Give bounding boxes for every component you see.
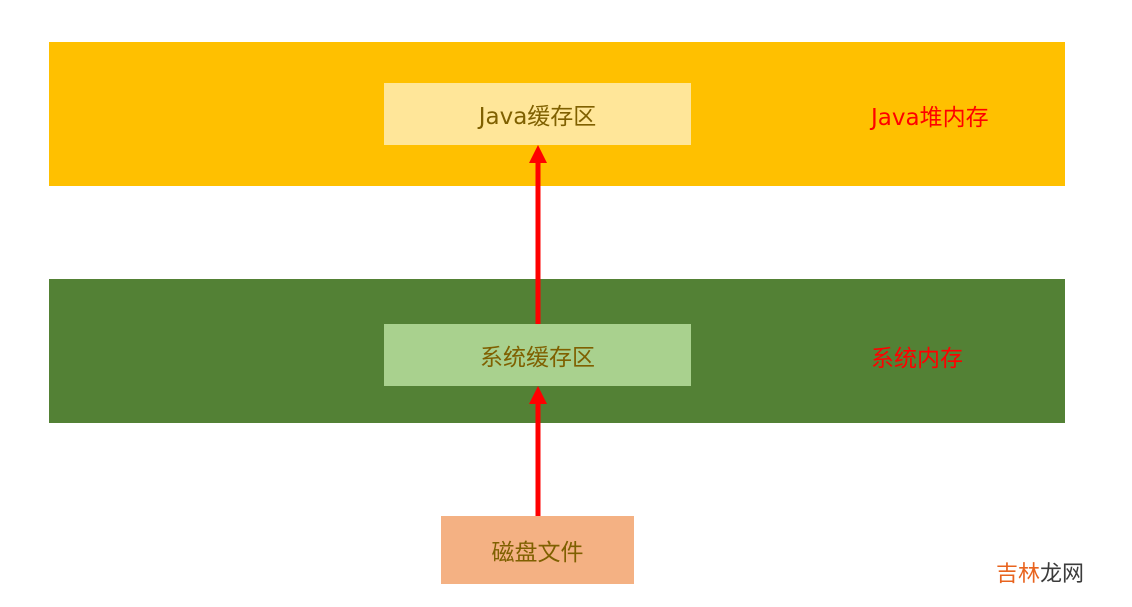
arrow-disk-to-system-cache	[529, 386, 547, 516]
disk-file-label: 磁盘文件	[491, 540, 584, 566]
watermark-part-1: 吉林	[996, 562, 1041, 587]
disk-file-box: 磁盘文件	[441, 516, 634, 584]
java-heap-label: Java堆内存	[871, 105, 989, 131]
system-cache-box: 系统缓存区	[384, 324, 691, 386]
java-cache-box: Java缓存区	[384, 83, 691, 145]
watermark-part-2: 龙网	[1040, 562, 1085, 587]
watermark: 吉林龙网	[996, 556, 1084, 588]
arrow-system-cache-to-java-cache	[529, 145, 547, 324]
java-cache-label: Java缓存区	[478, 104, 597, 130]
system-cache-label: 系统缓存区	[480, 345, 595, 371]
system-memory-label: 系统内存	[871, 346, 963, 372]
